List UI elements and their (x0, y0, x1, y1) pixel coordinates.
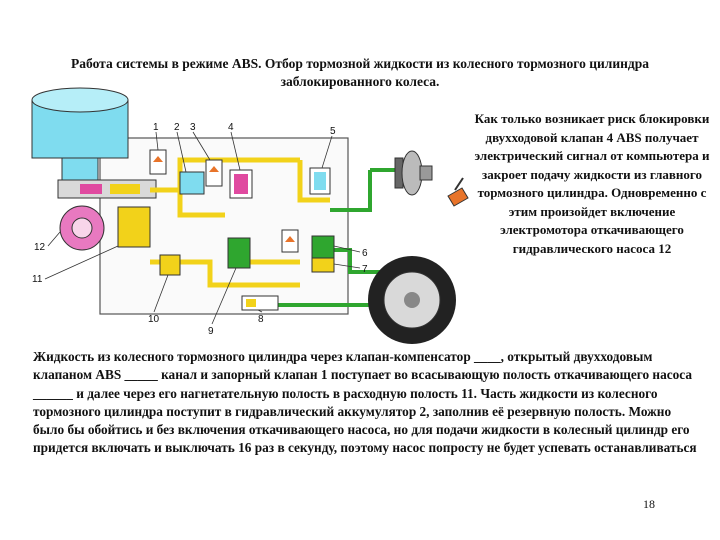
valve-1 (149, 149, 167, 175)
callout-11: 11 (32, 274, 43, 285)
valve-4-abs (229, 169, 253, 199)
valve-5 (309, 167, 331, 195)
side-explanation: Как только возникает риск блокировки дву… (474, 111, 710, 256)
callout-4: 4 (228, 122, 234, 133)
slide-title: Работа системы в режиме ABS. Отбор тормо… (71, 56, 649, 89)
callout-8: 8 (258, 314, 264, 325)
callout-10: 10 (148, 314, 160, 325)
wheel (368, 256, 456, 344)
callout-3: 3 (190, 122, 196, 133)
callout-1: 1 (153, 122, 159, 133)
callout-5: 5 (330, 126, 336, 137)
valve-9 (227, 237, 251, 269)
expansion-reservoir (117, 206, 151, 248)
valve-10 (159, 254, 181, 276)
callout-2: 2 (174, 122, 180, 133)
callout-12: 12 (34, 242, 46, 253)
valve-6 (311, 235, 335, 259)
valve-8 (241, 295, 279, 311)
brake-fluid-reservoir (31, 87, 129, 181)
master-cylinder (57, 179, 157, 199)
valve-3 (205, 159, 223, 187)
pump-gear (59, 205, 105, 251)
valve-mid (281, 229, 299, 253)
callout-6: 6 (362, 248, 368, 259)
page-number: 18 (643, 497, 655, 511)
front-brake-disc (394, 150, 433, 196)
body-paragraph: Жидкость из колесного тормозного цилиндр… (33, 349, 697, 456)
valve-7 (311, 257, 335, 273)
accumulator-2 (179, 171, 205, 195)
ecu-signal-icon (447, 177, 469, 207)
callout-7: 7 (362, 264, 368, 275)
callout-9: 9 (208, 326, 214, 337)
